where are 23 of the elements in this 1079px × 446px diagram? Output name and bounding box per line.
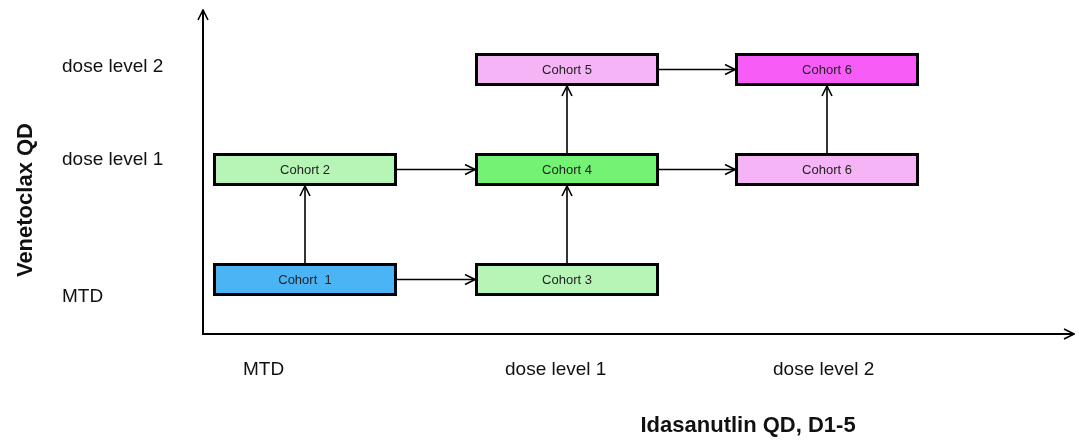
cohort-box: Cohort 4 [475,153,659,186]
tick-label: dose level 1 [62,148,164,170]
axis-title: Idasanutlin QD, D1-5 [640,412,856,438]
arrow [299,185,311,264]
tick-label: dose level 1 [505,358,607,380]
arrow [658,163,736,176]
arrow [561,185,573,264]
axis-title: Venetoclax QD [12,123,38,278]
tick-label: MTD [243,358,285,380]
tick-label: MTD [62,285,104,307]
cohort-box: Cohort 6 [735,153,919,186]
cohort-box: Cohort 1 [213,263,397,296]
arrow [561,85,573,154]
arrow [821,85,833,154]
arrow [396,273,476,286]
arrow [396,163,476,176]
cohort-box: Cohort 2 [213,153,397,186]
cohort-box: Cohort 5 [475,53,659,86]
arrow [658,63,736,76]
cohort-box: Cohort 6 [735,53,919,86]
cohort-box: Cohort 3 [475,263,659,296]
tick-label: dose level 2 [62,55,164,77]
tick-label: dose level 2 [773,358,875,380]
